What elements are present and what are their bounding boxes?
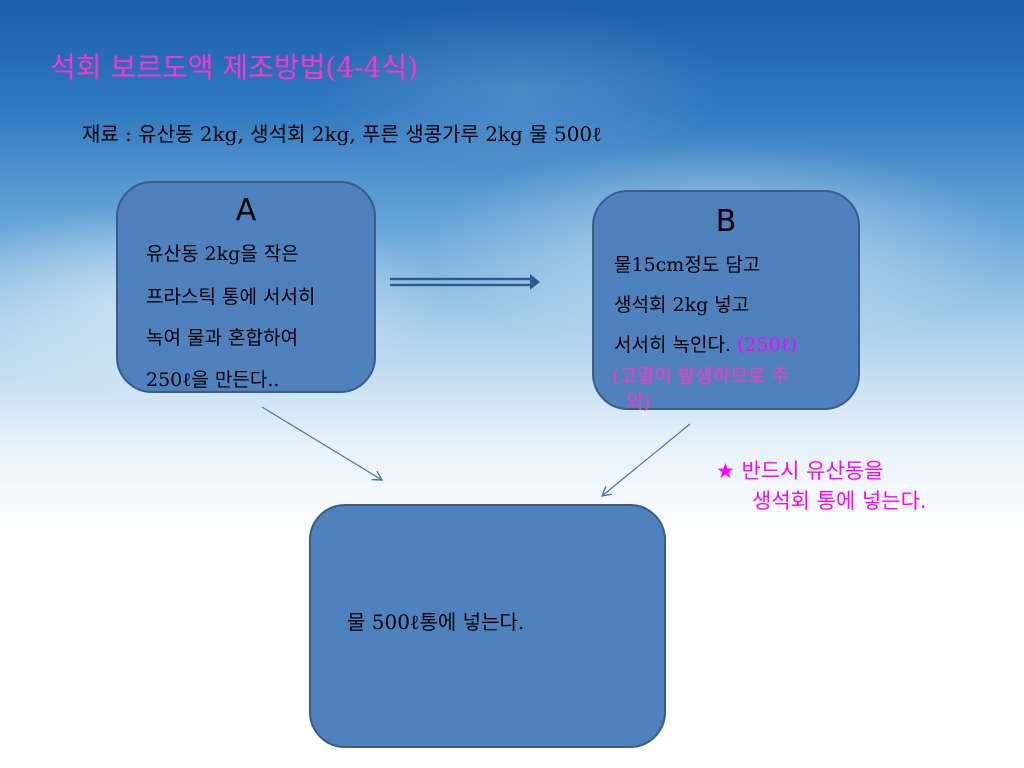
box-b-line-1: 물15cm정도 담고 (614, 254, 761, 276)
arrow-b-to-c (600, 423, 691, 497)
box-c-text: 물 500ℓ통에 넣는다. (347, 610, 525, 634)
box-b-caution-line-1: (고열이 발생하므로 주 (612, 365, 789, 387)
box-a-line-1: 유산동 2kg을 작은 (146, 243, 299, 265)
box-a-line-4: 250ℓ을 만든다.. (146, 369, 280, 391)
step-box-c: 물 500ℓ통에 넣는다. (309, 504, 666, 748)
box-a-label: A (235, 193, 257, 228)
step-box-b: B 물15cm정도 담고 생석회 2kg 넣고 서서히 녹인다. (250ℓ) (592, 190, 860, 410)
materials-text: 재료 : 유산동 2kg, 생석회 2kg, 푸른 생콩가루 2kg 물 500… (82, 122, 602, 146)
page-title: 석회 보르도액 제조방법(4-4식) (50, 46, 418, 86)
title-main: 석회 보르도액 제조방법 (50, 51, 326, 84)
box-b-label: B (715, 204, 737, 239)
warning-line-2: 생석회 통에 넣는다. (752, 489, 927, 513)
box-b-caution-line-2: 의) (626, 391, 651, 413)
arrow-a-to-b-head (530, 274, 540, 290)
box-b-line-3: 서서히 녹인다. (250ℓ) (614, 330, 797, 357)
arrow-a-to-b (390, 277, 530, 287)
box-a-line-3: 녹여 물과 혼합하여 (146, 327, 298, 349)
warning-line-1: ★ 반드시 유산동을 (716, 456, 927, 486)
box-b-line-3-text: 서서히 녹인다. (614, 334, 731, 356)
box-b-amount: (250ℓ) (737, 334, 798, 356)
star-icon: ★ (716, 459, 735, 483)
box-b-line-2: 생석회 2kg 넣고 (614, 294, 750, 316)
step-box-a: A 유산동 2kg을 작은 프라스틱 통에 서서히 녹여 물과 혼합하여 250… (116, 181, 376, 393)
title-suffix: (4-4식) (325, 51, 419, 84)
warning-line-1-text: 반드시 유산동을 (741, 459, 884, 483)
box-a-line-2: 프라스틱 통에 서서히 (146, 286, 316, 308)
warning-note: ★ 반드시 유산동을 생석회 통에 넣는다. (716, 456, 927, 516)
arrow-a-to-c (261, 406, 384, 481)
